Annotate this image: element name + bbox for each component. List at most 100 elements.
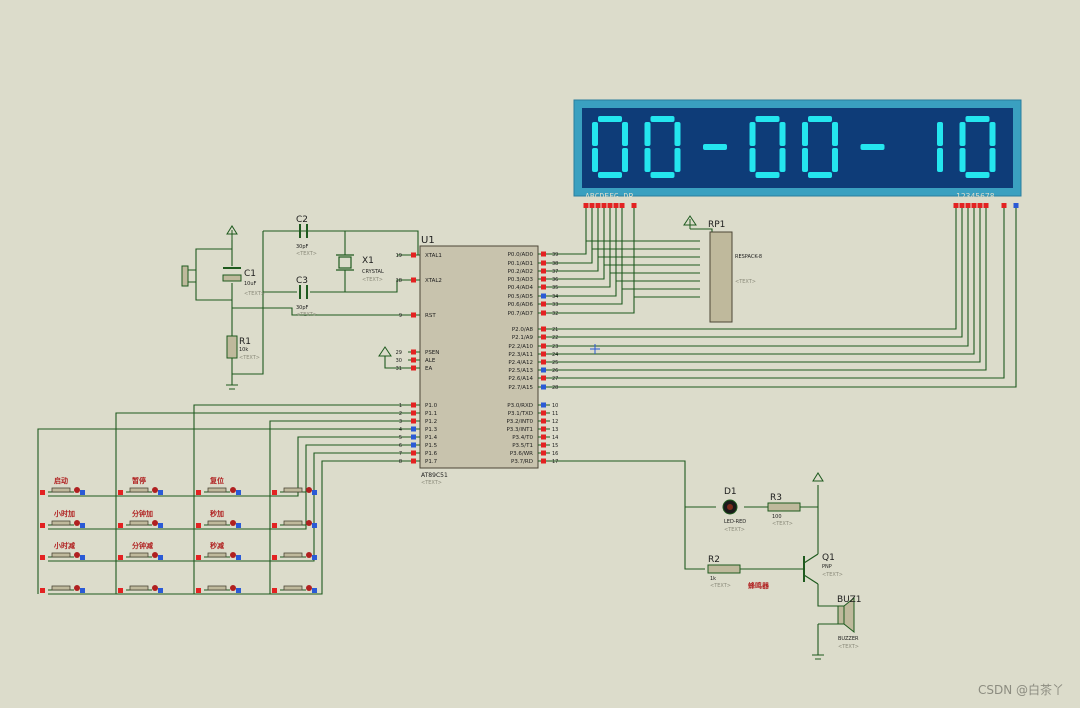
keypad-button[interactable] — [40, 585, 85, 593]
mcu-pin-label: P1.1 — [425, 411, 437, 417]
mcu-pin-rst — [411, 312, 416, 318]
display-seg-pin — [619, 203, 625, 208]
display-segment-f — [802, 122, 808, 146]
wire-p17 — [48, 460, 418, 595]
keypad-button[interactable] — [272, 585, 317, 593]
mcu-pin-p1.0 — [411, 402, 416, 408]
display-com-pin — [953, 203, 959, 208]
keypad-button-label: 小时减 — [53, 541, 75, 550]
mcu-pin-number: 3 — [399, 419, 402, 425]
mcu-pin-number: 18 — [396, 278, 402, 284]
mcu-pin-number: 29 — [396, 350, 402, 356]
keypad-button[interactable]: 分钟加 — [118, 509, 163, 528]
keypad-button-label: 分钟减 — [132, 541, 153, 550]
display-segment-b — [779, 122, 786, 146]
mcu-pin-p0-4-ad4 — [541, 284, 546, 290]
mcu-pin-p0-6-ad6 — [541, 301, 546, 307]
keypad-button[interactable]: 秒加 — [196, 509, 241, 528]
display-segment-c — [674, 148, 681, 172]
mcu-body — [419, 245, 539, 469]
mcu-pin-label: RST — [425, 313, 436, 319]
mcu-pin-label: P2.2/A10 — [508, 344, 533, 350]
mcu-pin-number: 7 — [399, 451, 402, 457]
display-segment-c — [832, 148, 838, 172]
transistor-q1: Q1 PNP <TEXT> — [803, 553, 843, 585]
display-digit — [703, 144, 727, 150]
display-digit — [860, 144, 885, 150]
keypad-button[interactable] — [272, 552, 317, 560]
resistor-r3: R3 100 <TEXT> — [767, 493, 801, 527]
mcu-pin-number: 28 — [552, 385, 558, 391]
mcu-pin-p3-1-txd — [541, 410, 546, 416]
mcu-pin-label: P0.5/AD5 — [508, 294, 534, 300]
mcu-pin-ale — [411, 357, 416, 363]
wire-p25 — [540, 208, 987, 371]
mcu-pin-p2-1-a9 — [541, 334, 546, 340]
c3-value: 30pF — [296, 305, 309, 311]
display-segment-a — [650, 116, 675, 122]
wire-p21 — [540, 208, 963, 338]
wires — [37, 208, 1017, 655]
display-digit — [937, 122, 943, 172]
mcu-pin-p1.7 — [411, 458, 416, 464]
keypad-button[interactable] — [272, 520, 317, 528]
mcu-pin-p2-3-a11 — [541, 351, 546, 357]
capacitor-c3: C3 30pF <TEXT> — [296, 276, 317, 318]
ground-buzzer — [812, 654, 824, 660]
keypad-button[interactable] — [272, 487, 317, 495]
mcu-pin-label: P2.6/A14 — [508, 376, 533, 382]
mcu-pin-number: 12 — [552, 419, 558, 425]
mcu-pin-p1.2 — [411, 418, 416, 424]
reset-button — [181, 265, 196, 287]
display-segment-d — [650, 172, 675, 178]
display-segment-b — [989, 122, 996, 146]
wire-p01 — [540, 208, 593, 264]
wire-cap-gnd-rail — [232, 231, 264, 375]
r1-value: 10k — [239, 347, 248, 353]
wire-p05 — [540, 208, 617, 297]
resistor-pack-rp1: RP1 RESPACK-8 <TEXT> — [683, 215, 762, 323]
keypad-button-label: 暂停 — [132, 476, 146, 485]
mcu-pin-p2-0-a8 — [541, 326, 546, 332]
keypad-button[interactable]: 小时减 — [40, 541, 85, 560]
mcu-pin-label: P3.2/INT0 — [506, 419, 533, 425]
keypad-button[interactable]: 启动 — [40, 476, 85, 495]
mcu-ref: U1 — [421, 235, 435, 246]
power-terminal-top — [226, 225, 238, 240]
keypad-button[interactable] — [118, 585, 163, 593]
mcu-pin-label: P2.7/A15 — [508, 385, 533, 391]
keypad-button[interactable] — [196, 585, 241, 593]
mcu-pin-label: P1.4 — [425, 435, 438, 441]
capacitor-c2: C2 30pF <TEXT> — [296, 215, 317, 257]
keypad-button[interactable]: 暂停 — [118, 476, 163, 495]
display-segment-g — [860, 144, 885, 150]
wire-p06 — [540, 208, 623, 305]
mcu-pin-p3-0-rxd — [541, 402, 546, 408]
keypad-button-label: 小时加 — [53, 509, 75, 518]
mcu-pin-label: P0.7/AD7 — [508, 311, 534, 317]
mcu-pin-p2-4-a12 — [541, 359, 546, 365]
display-digit — [802, 116, 838, 178]
mcu-pin-p3-3-int1 — [541, 426, 546, 432]
mcu-pin-p2-7-a15 — [541, 384, 546, 390]
resistor-r2: R2 1k <TEXT> — [707, 555, 741, 589]
wire-xtal1-top — [263, 230, 419, 255]
mcu-pin-ea — [411, 365, 416, 371]
c3-ref: C3 — [296, 276, 308, 286]
wire-p22 — [540, 208, 969, 347]
keypad-button[interactable]: 复位 — [196, 476, 241, 495]
keypad-button[interactable]: 秒减 — [196, 541, 241, 560]
mcu-pin-label: P2.0/A8 — [512, 327, 534, 333]
c1-value: 10uF — [244, 281, 257, 287]
wire-p12 — [269, 420, 418, 594]
wire-x1-bottom — [344, 270, 418, 293]
mcu-pin-number: 38 — [552, 261, 558, 267]
keypad-button[interactable]: 小时加 — [40, 509, 85, 528]
mcu-pin-number: 27 — [552, 376, 558, 382]
q1-text: <TEXT> — [822, 572, 843, 578]
mcu-pin-xtal1 — [411, 252, 416, 258]
keypad-button[interactable]: 分钟减 — [118, 541, 163, 560]
mcu-pin-number: 2 — [399, 411, 402, 417]
mcu-pin-label: P0.0/AD0 — [508, 252, 534, 258]
mcu-pin-p0-3-ad3 — [541, 276, 546, 282]
